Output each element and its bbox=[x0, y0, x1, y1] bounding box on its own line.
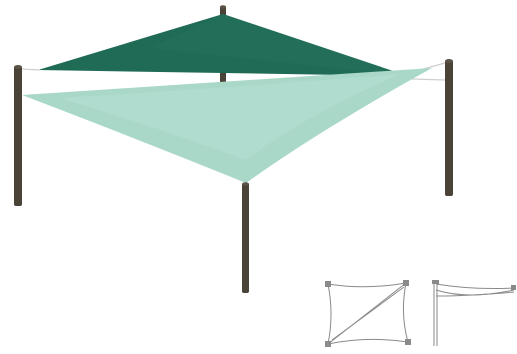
back-post-cap bbox=[220, 5, 226, 9]
right-post bbox=[445, 60, 453, 196]
cable-right-low bbox=[412, 79, 445, 80]
front-post bbox=[242, 183, 249, 293]
left-post bbox=[14, 66, 22, 206]
square-sail-diagram bbox=[325, 280, 411, 347]
side-view-diagram bbox=[432, 280, 516, 346]
right-post-cap bbox=[445, 59, 453, 63]
cable-left bbox=[22, 69, 40, 70]
left-post-cap bbox=[14, 65, 22, 69]
front-post-cap bbox=[242, 182, 249, 186]
